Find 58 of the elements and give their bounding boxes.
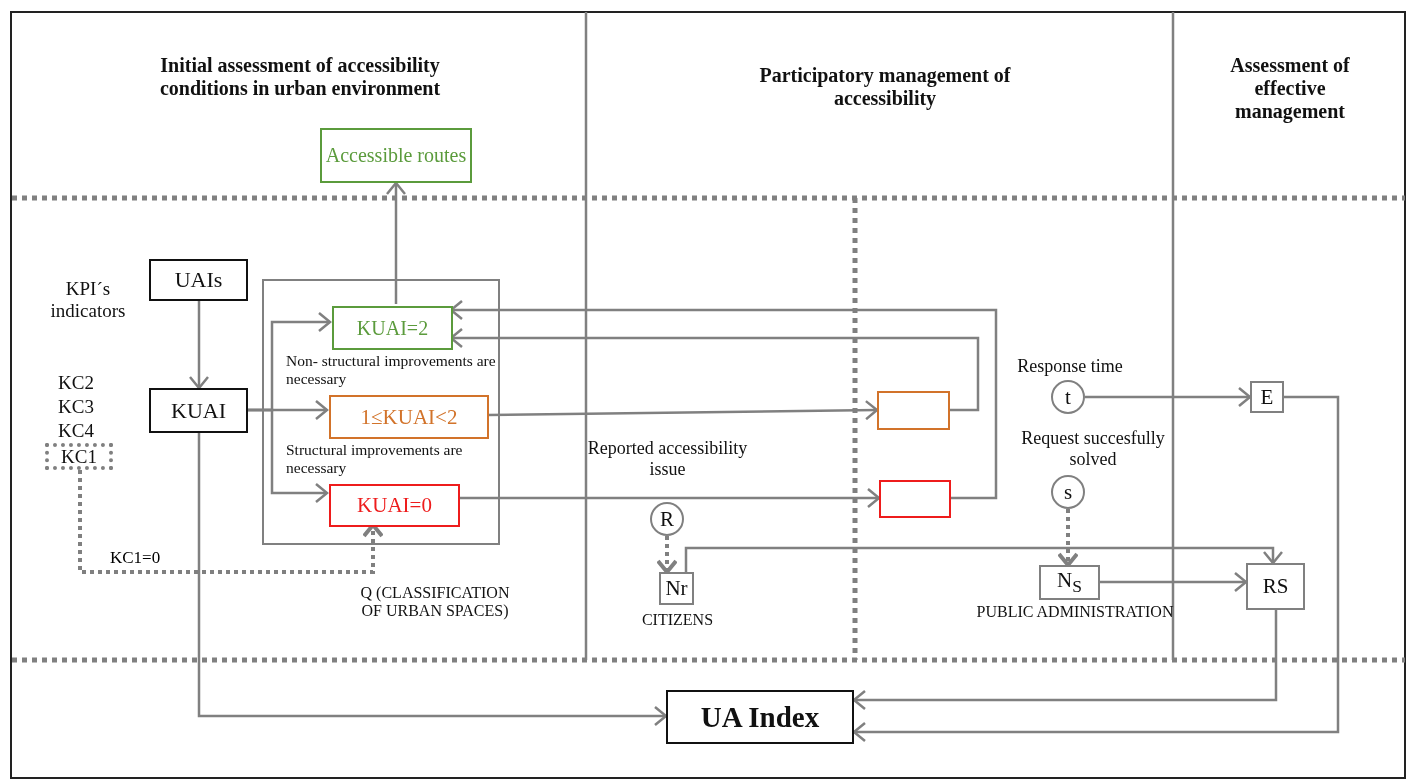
- text-label: KC3: [58, 396, 95, 418]
- node-caption: Q (CLASSIFICATION OF URBAN SPACES): [360, 584, 510, 621]
- node-label: UAIs: [174, 268, 223, 292]
- node-label: R: [660, 507, 674, 530]
- dotted-arrow: [656, 536, 678, 574]
- arrow: [188, 301, 210, 390]
- dotted-arrow: [1057, 509, 1079, 567]
- process-box: [329, 484, 460, 527]
- empty-box: [877, 391, 950, 430]
- arrow: [684, 546, 1284, 572]
- variable-circle: [650, 502, 684, 536]
- arrow: [197, 433, 668, 727]
- node-caption: Reported accessibility issue: [586, 438, 749, 480]
- process-box: [1250, 381, 1284, 413]
- variable-circle: [1051, 475, 1085, 509]
- variable-circle: [1051, 380, 1085, 414]
- node-label: 1≤KUAI<2: [360, 405, 458, 428]
- node-label: KC1: [61, 446, 97, 467]
- node-label: s: [1063, 480, 1073, 503]
- node-label: KUAI: [171, 398, 226, 423]
- arrow: [1085, 386, 1252, 408]
- arrow: [385, 181, 407, 304]
- node-label: KUAI=2: [356, 317, 429, 339]
- process-box: [332, 306, 453, 350]
- process-box: [45, 443, 113, 470]
- node-label: E: [1260, 385, 1274, 408]
- empty-box: [879, 480, 951, 518]
- text-label: Structural improvements are necessary: [286, 441, 464, 477]
- process-box: [666, 690, 854, 744]
- process-box: [149, 259, 248, 301]
- node-label: RS: [1262, 575, 1289, 598]
- column-heading: Assessment of effective management: [1229, 54, 1351, 123]
- node-caption: PUBLIC ADMINISTRATION: [975, 603, 1175, 622]
- arrow: [1100, 571, 1248, 593]
- node-label: UA Index: [700, 701, 820, 733]
- node-label: Accessible routes: [325, 145, 467, 166]
- process-box: [659, 572, 694, 605]
- text-label: KPI´s indicators: [49, 278, 127, 322]
- node-label: N$_{S}$: [1057, 569, 1082, 596]
- node-label: t: [1065, 385, 1071, 408]
- column-heading: Initial assessment of accessibility conditions in urban environment: [158, 54, 442, 100]
- process-box: [329, 395, 489, 439]
- dotted-arrow: [78, 470, 384, 574]
- node-caption: Request succesfully solved: [1020, 428, 1166, 470]
- column-heading: Participatory management of accessibility: [758, 64, 1012, 110]
- text-label: Non- structural improvements are necessary: [286, 352, 497, 388]
- text-label: KC4: [58, 420, 95, 442]
- process-box: [1246, 563, 1305, 610]
- text-label: KC2: [58, 372, 95, 394]
- group-box: [262, 279, 500, 545]
- node-caption: Response time: [1016, 356, 1124, 377]
- process-box: [320, 128, 472, 183]
- node-label: KUAI=0: [357, 494, 432, 517]
- node-label: Nr: [665, 577, 688, 600]
- arrow: [248, 408, 329, 504]
- process-box: [1039, 565, 1100, 600]
- process-box: [149, 388, 248, 433]
- node-caption: CITIZENS: [640, 611, 715, 630]
